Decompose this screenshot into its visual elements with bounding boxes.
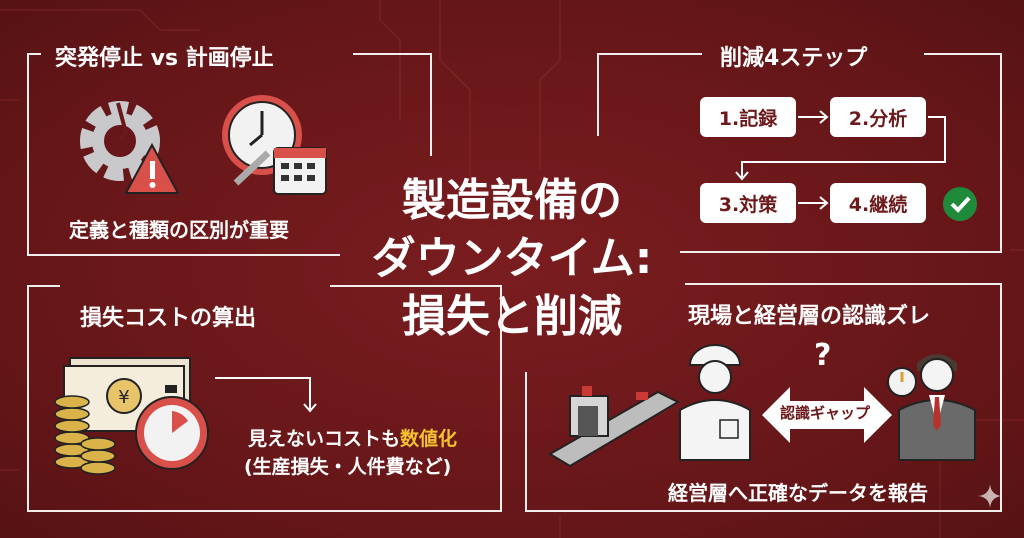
panel-border bbox=[685, 283, 1002, 285]
title-line-2: ダウンタイム: bbox=[371, 233, 653, 284]
panel-border bbox=[430, 53, 432, 156]
stops-title: 突発停止 vs 計画停止 bbox=[55, 46, 274, 71]
panel-border bbox=[924, 53, 1002, 55]
cost-title: 損失コストの算出 bbox=[80, 306, 257, 331]
cost-caption-prefix: 見えないコストも bbox=[248, 428, 401, 450]
cost-arrow bbox=[215, 377, 317, 413]
cost-caption-highlight: 数値化 bbox=[400, 428, 458, 450]
sparkle-icon bbox=[978, 484, 1002, 508]
svg-text:¥: ¥ bbox=[118, 387, 129, 408]
gap-label: 認識ギャップ bbox=[780, 404, 871, 422]
cost-caption: 見えないコストも数値化 bbox=[248, 424, 457, 451]
question-mark: ? bbox=[814, 338, 832, 373]
broken-gear-warning-icon bbox=[80, 101, 180, 194]
main-title: 製造設備の ダウンタイム: 損失と削減 bbox=[330, 172, 694, 346]
panel-border bbox=[1000, 283, 1002, 512]
step-countermeasure: 3.対策 bbox=[700, 183, 796, 223]
panel-border bbox=[500, 285, 502, 512]
panel-border bbox=[597, 53, 599, 136]
step-continue: 4.継続 bbox=[830, 183, 926, 223]
panel-border bbox=[27, 254, 340, 256]
worker-icon bbox=[679, 344, 751, 461]
panel-border bbox=[525, 372, 527, 512]
conveyor-icon bbox=[548, 386, 681, 468]
panel-border bbox=[525, 510, 1002, 512]
title-line-1: 製造設備の bbox=[402, 175, 622, 226]
stops-caption: 定義と種類の区別が重要 bbox=[69, 218, 289, 242]
step-record: 1.記録 bbox=[700, 97, 796, 137]
check-circle-icon bbox=[943, 187, 977, 221]
gap-caption: 経営層へ正確なデータを報告 bbox=[668, 481, 928, 505]
panel-border bbox=[1000, 53, 1002, 252]
panel-border bbox=[330, 285, 502, 287]
panel-border bbox=[597, 53, 702, 55]
cost-caption-sub: (生産損失・人件費など) bbox=[244, 456, 452, 478]
gap-title: 現場と経営層の認識ズレ bbox=[688, 304, 931, 329]
stopwatch-small-icon bbox=[887, 367, 917, 397]
clock-wrench-calendar-icon bbox=[222, 95, 327, 195]
step-analyze: 2.分析 bbox=[830, 97, 926, 137]
yen-money-coins-icon: ¥ bbox=[54, 357, 191, 475]
manager-icon bbox=[898, 354, 976, 461]
panel-border bbox=[27, 285, 60, 287]
panel-border bbox=[680, 251, 1002, 253]
step-arrows bbox=[735, 110, 946, 210]
panel-border bbox=[27, 53, 29, 255]
stopwatch-icon bbox=[135, 385, 209, 470]
panel-border bbox=[353, 53, 431, 55]
panel-border bbox=[27, 285, 29, 512]
double-arrow bbox=[762, 387, 892, 443]
title-line-3: 損失と削減 bbox=[402, 291, 622, 342]
panel-border bbox=[27, 510, 502, 512]
panel-border bbox=[27, 53, 41, 55]
steps-title: 削減4ステップ bbox=[720, 46, 868, 71]
